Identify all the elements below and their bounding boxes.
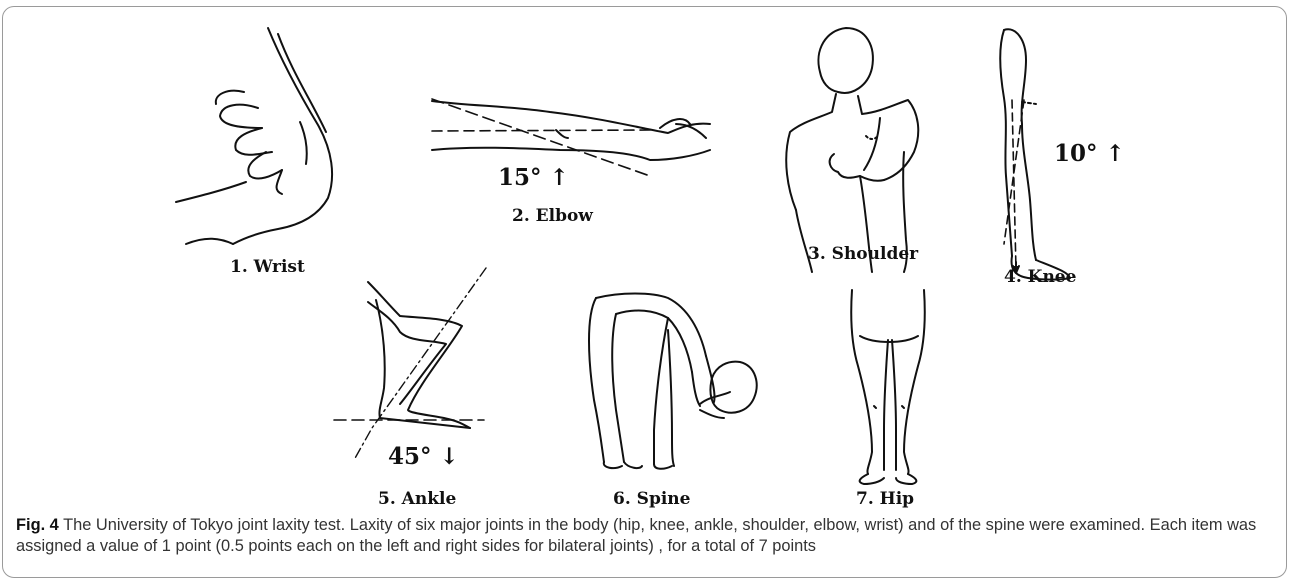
wrist-illustration bbox=[176, 28, 332, 244]
angle-ankle: 45° ↓ bbox=[388, 443, 459, 470]
hip-illustration bbox=[851, 290, 925, 484]
spine-illustration bbox=[589, 294, 757, 469]
label-spine: 6. Spine bbox=[613, 489, 690, 509]
angle-elbow: 15° ↑ bbox=[498, 164, 569, 191]
label-shoulder: 3. Shoulder bbox=[808, 244, 918, 264]
label-elbow: 2. Elbow bbox=[512, 206, 593, 226]
label-wrist: 1. Wrist bbox=[230, 257, 305, 277]
angle-knee: 10° ↑ bbox=[1054, 140, 1125, 167]
shoulder-illustration bbox=[786, 28, 918, 272]
figure-caption: Fig. 4 The University of Tokyo joint lax… bbox=[16, 515, 1278, 556]
elbow-illustration bbox=[432, 99, 710, 176]
label-hip: 7. Hip bbox=[856, 489, 914, 509]
label-ankle: 5. Ankle bbox=[378, 489, 456, 509]
caption-label: Fig. 4 bbox=[16, 516, 59, 534]
caption-text: The University of Tokyo joint laxity tes… bbox=[16, 516, 1256, 555]
label-knee: 4. Knee bbox=[1004, 267, 1076, 287]
ankle-illustration bbox=[334, 268, 486, 460]
